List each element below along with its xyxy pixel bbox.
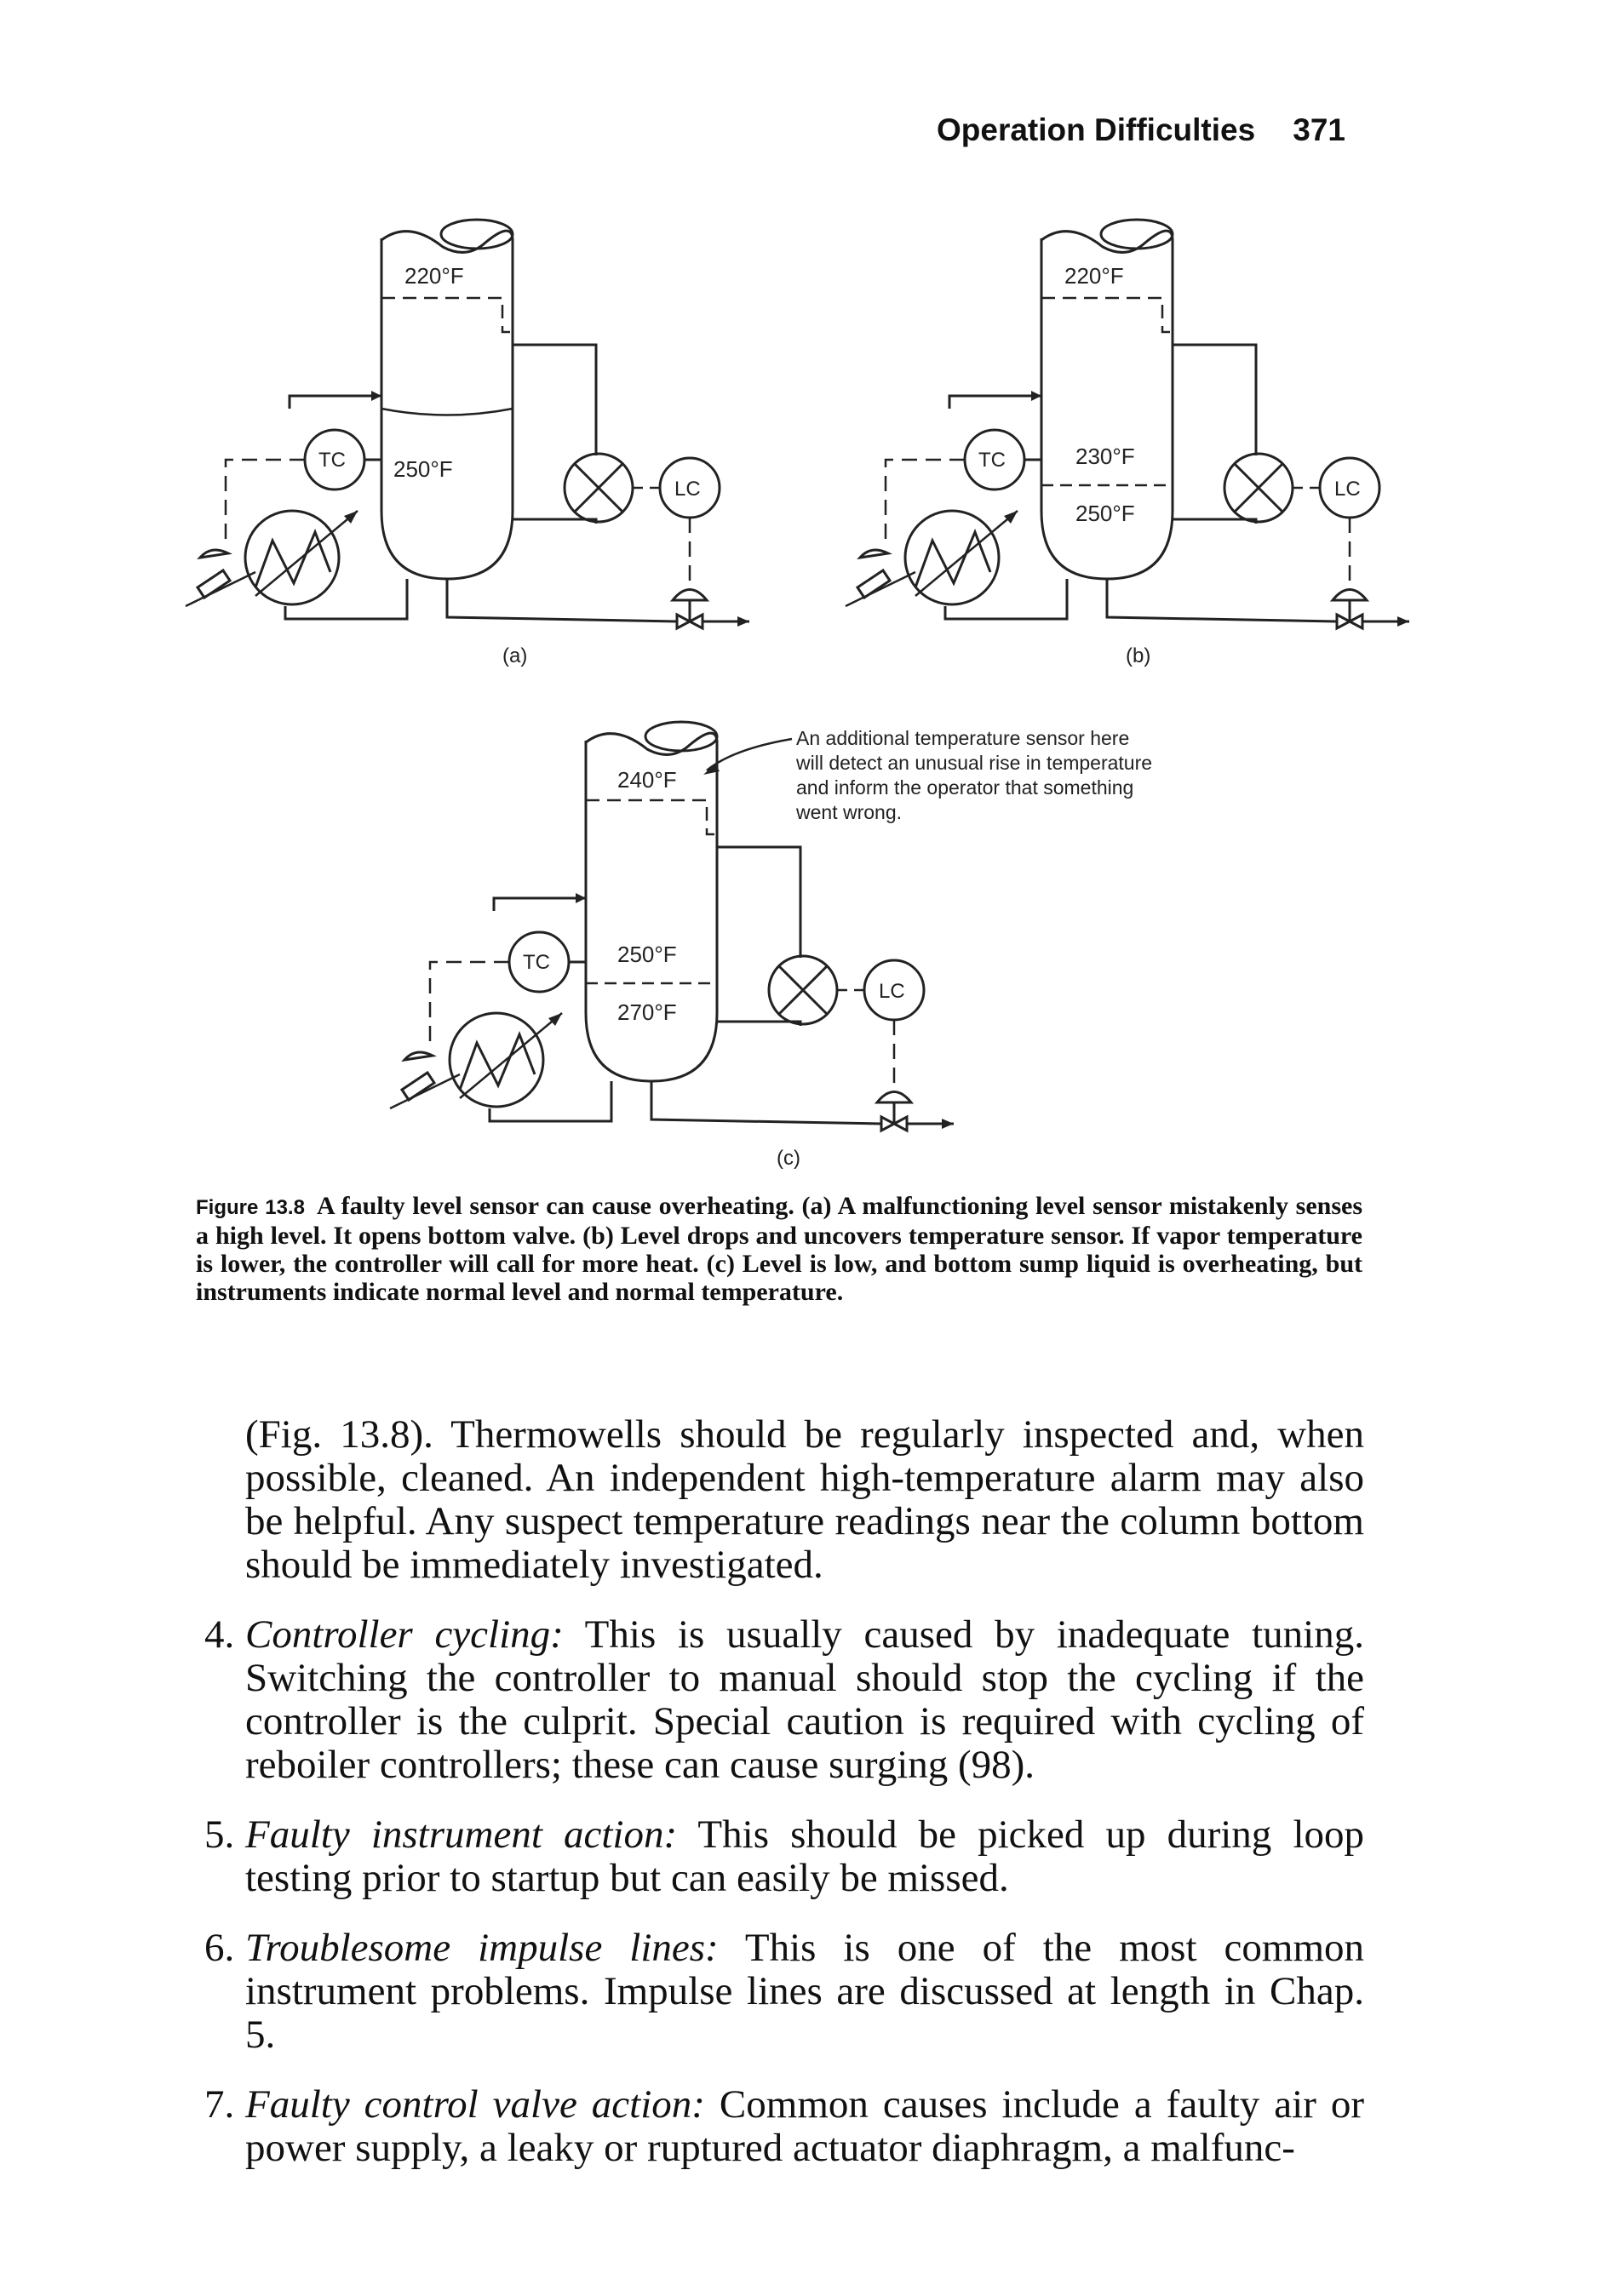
panel-a-tc: TC xyxy=(318,449,346,472)
callout-arrow-icon xyxy=(703,764,720,775)
list-item-title: Faulty control valve action: xyxy=(245,2082,705,2127)
page-number: 371 xyxy=(1293,112,1345,147)
figure-caption-text: A faulty level sensor can cause overheat… xyxy=(196,1192,1362,1306)
panel-a-label: (a) xyxy=(502,644,527,667)
list-item: 6. Troublesome impulse lines: This is on… xyxy=(196,1927,1364,2057)
list-item-text: This is one of the most common instrumen… xyxy=(245,1926,1364,2057)
panel-a-lc: LC xyxy=(674,478,701,501)
list-item-number: 7. xyxy=(204,2082,235,2127)
callout-line-4: went wrong. xyxy=(795,801,902,823)
callout-line-3: and inform the operator that something xyxy=(796,776,1133,799)
callout-line-1: An additional temperature sensor here xyxy=(796,727,1129,749)
panel-a-mid-temp: 250°F xyxy=(393,456,453,482)
list-item-number: 6. xyxy=(204,1926,235,1970)
list-item-title: Troublesome impulse lines: xyxy=(245,1926,719,1970)
panel-c-mid-temp: 250°F xyxy=(617,942,677,967)
callout-leader xyxy=(706,737,793,771)
panel-c-bottom-temp: 270°F xyxy=(617,999,677,1025)
panel-b-label: (b) xyxy=(1126,644,1150,667)
panel-b-diagram xyxy=(844,218,1411,630)
body-paragraph: (Fig. 13.8). Thermowells should be regul… xyxy=(245,1412,1364,1587)
list-item-text: This should be picked up during loop tes… xyxy=(245,1812,1364,1900)
list-item: 5. Faulty instrument action: This should… xyxy=(196,1813,1364,1900)
list-item-title: Controller cycling: xyxy=(245,1612,564,1657)
panel-c-diagram xyxy=(388,720,955,1132)
list-item: 4. Controller cycling: This is usually c… xyxy=(196,1613,1364,1787)
panel-b-lc: LC xyxy=(1334,478,1361,501)
panel-b-mid-temp: 230°F xyxy=(1075,444,1135,469)
callout-line-2: will detect an unusual rise in temperatu… xyxy=(795,752,1152,774)
panel-b-bottom-temp: 250°F xyxy=(1075,501,1135,526)
list-item-number: 5. xyxy=(204,1812,235,1857)
panel-c-label: (c) xyxy=(777,1147,800,1170)
figure-13-8: 220°F 250°F TC LC (a) 220°F 230°F 250°F … xyxy=(184,218,1411,1170)
panel-a-top-temp: 220°F xyxy=(404,263,464,289)
panel-b-top-temp: 220°F xyxy=(1064,263,1124,289)
panel-c-top-temp: 240°F xyxy=(617,767,677,793)
callout-annotation: An additional temperature sensor here wi… xyxy=(795,727,1152,823)
panel-c-tc: TC xyxy=(523,951,550,974)
list-item: 7. Faulty control valve action: Common c… xyxy=(196,2083,1364,2170)
figure-number: Figure 13.8 xyxy=(196,1196,305,1219)
running-header-title: Operation Difficulties xyxy=(937,112,1256,147)
panel-b-tc: TC xyxy=(978,449,1006,472)
running-header: Operation Difficulties 371 xyxy=(937,112,1345,163)
panel-a-diagram xyxy=(184,218,751,630)
body-text: (Fig. 13.8). Thermowells should be regul… xyxy=(196,1413,1364,2170)
list-item-number: 4. xyxy=(204,1612,235,1657)
list-item-text: Common causes include a faulty air or po… xyxy=(245,2082,1364,2170)
list-item-title: Faulty instrument action: xyxy=(245,1812,678,1857)
list-item-text: This is usually caused by inadequate tun… xyxy=(245,1612,1364,1787)
panel-c-lc: LC xyxy=(879,980,905,1003)
